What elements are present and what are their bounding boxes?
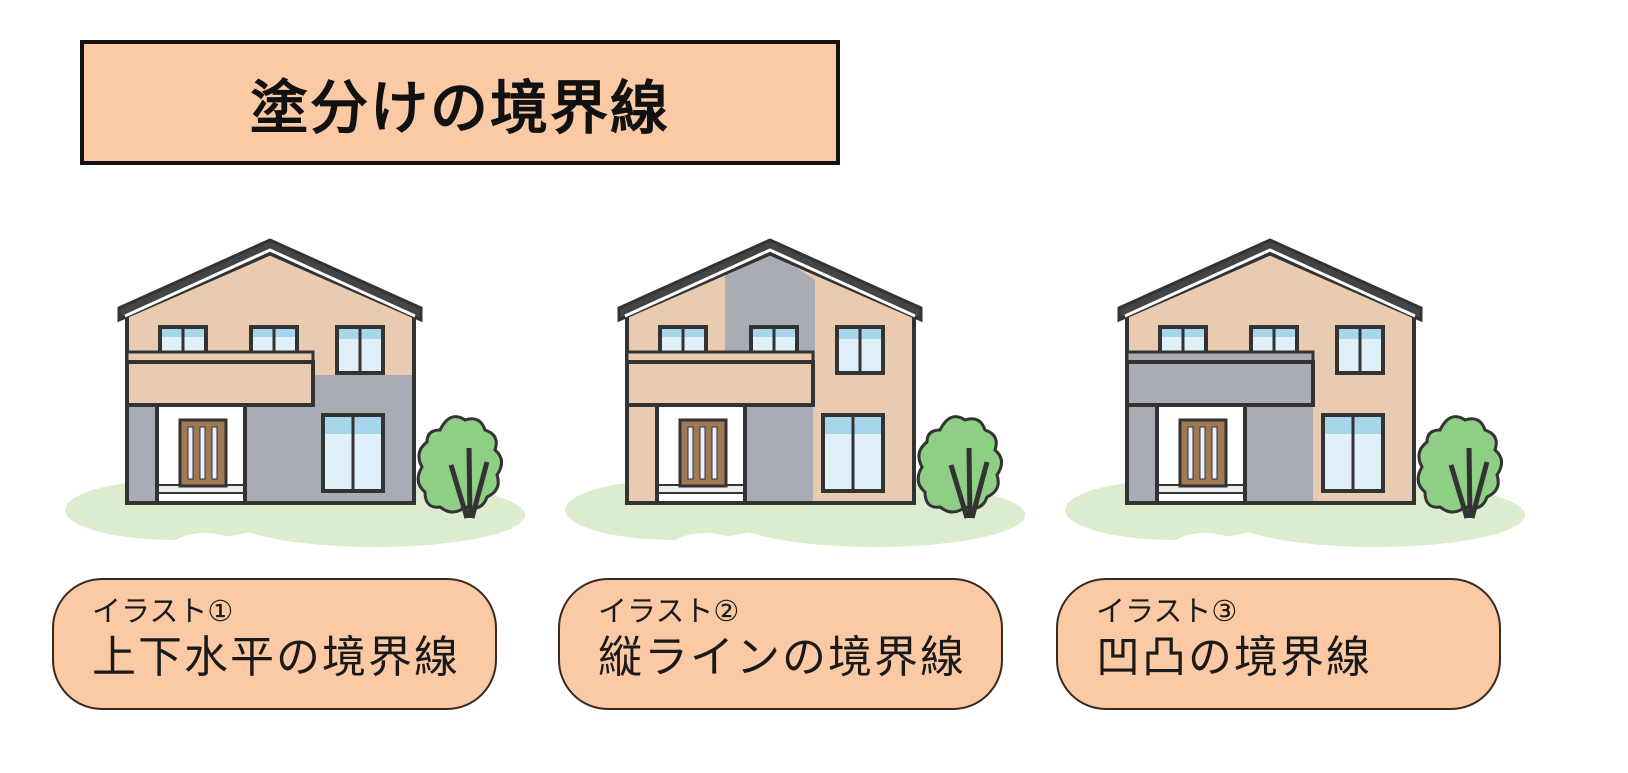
- window-icon: [321, 413, 385, 493]
- window-icon: [835, 325, 885, 375]
- window-icon: [335, 325, 385, 375]
- caption-label: イラスト①: [92, 594, 234, 628]
- roof-icon: [1117, 238, 1423, 323]
- caption-label: イラスト②: [598, 594, 740, 628]
- door-icon: [678, 418, 728, 488]
- tree-icon: [416, 415, 503, 519]
- roof-icon: [617, 238, 923, 323]
- tree-icon: [1416, 415, 1503, 519]
- caption-label: イラスト③: [1096, 594, 1238, 628]
- window-icon: [1321, 413, 1385, 493]
- caption-description: 凹凸の境界線: [1096, 632, 1372, 683]
- roof-icon: [117, 238, 423, 323]
- caption-description: 上下水平の境界線: [92, 632, 460, 683]
- house-illustration-2: [555, 230, 1035, 560]
- tree-icon: [916, 415, 1003, 519]
- window-icon: [1335, 325, 1385, 375]
- window-icon: [821, 413, 885, 493]
- page-title: 塗分けの境界線: [249, 73, 670, 142]
- caption-3: イラスト③ 凹凸の境界線: [1056, 578, 1501, 710]
- door-icon: [178, 418, 228, 488]
- title-banner: 塗分けの境界線: [80, 40, 840, 165]
- door-icon: [1178, 418, 1228, 488]
- caption-1: イラスト① 上下水平の境界線: [52, 578, 497, 710]
- house-illustration-1: [55, 230, 535, 560]
- caption-description: 縦ラインの境界線: [598, 632, 966, 683]
- house-illustration-3: [1055, 230, 1535, 560]
- caption-2: イラスト② 縦ラインの境界線: [558, 578, 1003, 710]
